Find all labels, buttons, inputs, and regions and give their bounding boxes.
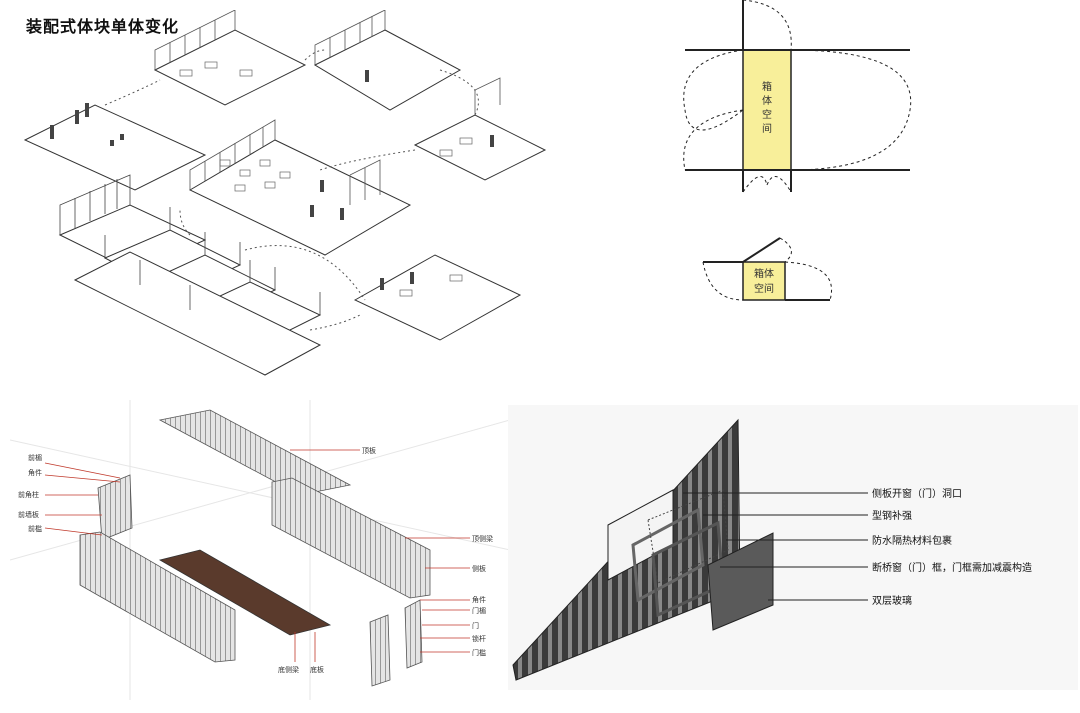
label-door-sill: 门槛	[472, 648, 486, 657]
module-plate-4	[413, 114, 547, 181]
svg-text:体: 体	[762, 95, 772, 107]
label-lock-rod: 锁杆	[472, 634, 486, 643]
label-side-panel: 侧板	[472, 564, 486, 573]
double-glazing	[707, 532, 774, 631]
module-plate-1	[23, 104, 207, 191]
top-panel	[158, 409, 352, 496]
label-corner-fitting-rear: 角件	[472, 595, 486, 604]
insulation-wrap	[647, 489, 729, 584]
isometric-modules	[23, 10, 547, 376]
svg-text:箱体: 箱体	[754, 267, 774, 280]
label-wall-opening: 侧板开窗（门）洞口	[872, 487, 962, 500]
label-double-glazing: 双层玻璃	[872, 594, 912, 607]
side-panel-front	[79, 531, 236, 663]
svg-text:空: 空	[762, 108, 772, 121]
label-steel-reinforcement: 型钢补强	[872, 509, 912, 522]
label-window-frame: 断桥窗（门）框，门框需加减震构造	[872, 561, 1032, 574]
svg-text:间: 间	[762, 122, 772, 135]
exploded-container: 顶板 前楣 角件 前角柱 前墙板 前槛 顶侧梁 侧板 角件 门楣 门 锁杆 门槛…	[10, 400, 510, 700]
box-label-large: 箱 体 空 间	[762, 80, 772, 135]
steel-reinforcement	[631, 507, 705, 603]
wall-opening-detail: 侧板开窗（门）洞口 型钢补强 防水隔热材料包裹 断桥窗（门）框，门框需加减震构造…	[508, 405, 1078, 690]
label-top-panel: 顶板	[362, 446, 376, 455]
label-front-end-wall: 前墙板	[18, 510, 39, 519]
page-title: 装配式体块单体变化	[26, 17, 180, 36]
label-top-side-rail: 顶侧梁	[472, 534, 493, 543]
box-label-small: 箱体 空间	[754, 267, 774, 295]
box-space-diagram: 箱 体 空 间 箱体 空间	[683, 0, 912, 301]
room-box-floor	[73, 251, 322, 376]
box-space-small	[742, 261, 786, 301]
svg-text:箱: 箱	[762, 80, 772, 93]
label-door: 门	[472, 621, 479, 630]
label-corner-fitting-front: 角件	[28, 468, 42, 477]
module-plate-6	[353, 254, 522, 341]
side-panel-rear	[271, 477, 431, 599]
door-left	[369, 614, 391, 687]
box-space-large	[742, 49, 792, 171]
label-insulation: 防水隔热材料包裹	[872, 534, 952, 547]
module-plate-5	[188, 139, 412, 256]
svg-text:空间: 空间	[754, 282, 774, 295]
label-floor-panel: 底板	[310, 665, 324, 674]
label-door-header: 门楣	[472, 606, 486, 615]
label-front-frame: 前楣	[28, 453, 42, 462]
door-right	[404, 599, 423, 669]
label-bottom-side-rail: 底侧梁	[278, 665, 299, 674]
module-plate-2	[153, 29, 307, 106]
label-front-sill: 前槛	[28, 524, 42, 533]
floor-panel	[158, 549, 332, 636]
module-plate-3	[313, 29, 462, 111]
front-end-wall	[97, 474, 133, 541]
label-front-corner-post: 前角柱	[18, 490, 39, 499]
